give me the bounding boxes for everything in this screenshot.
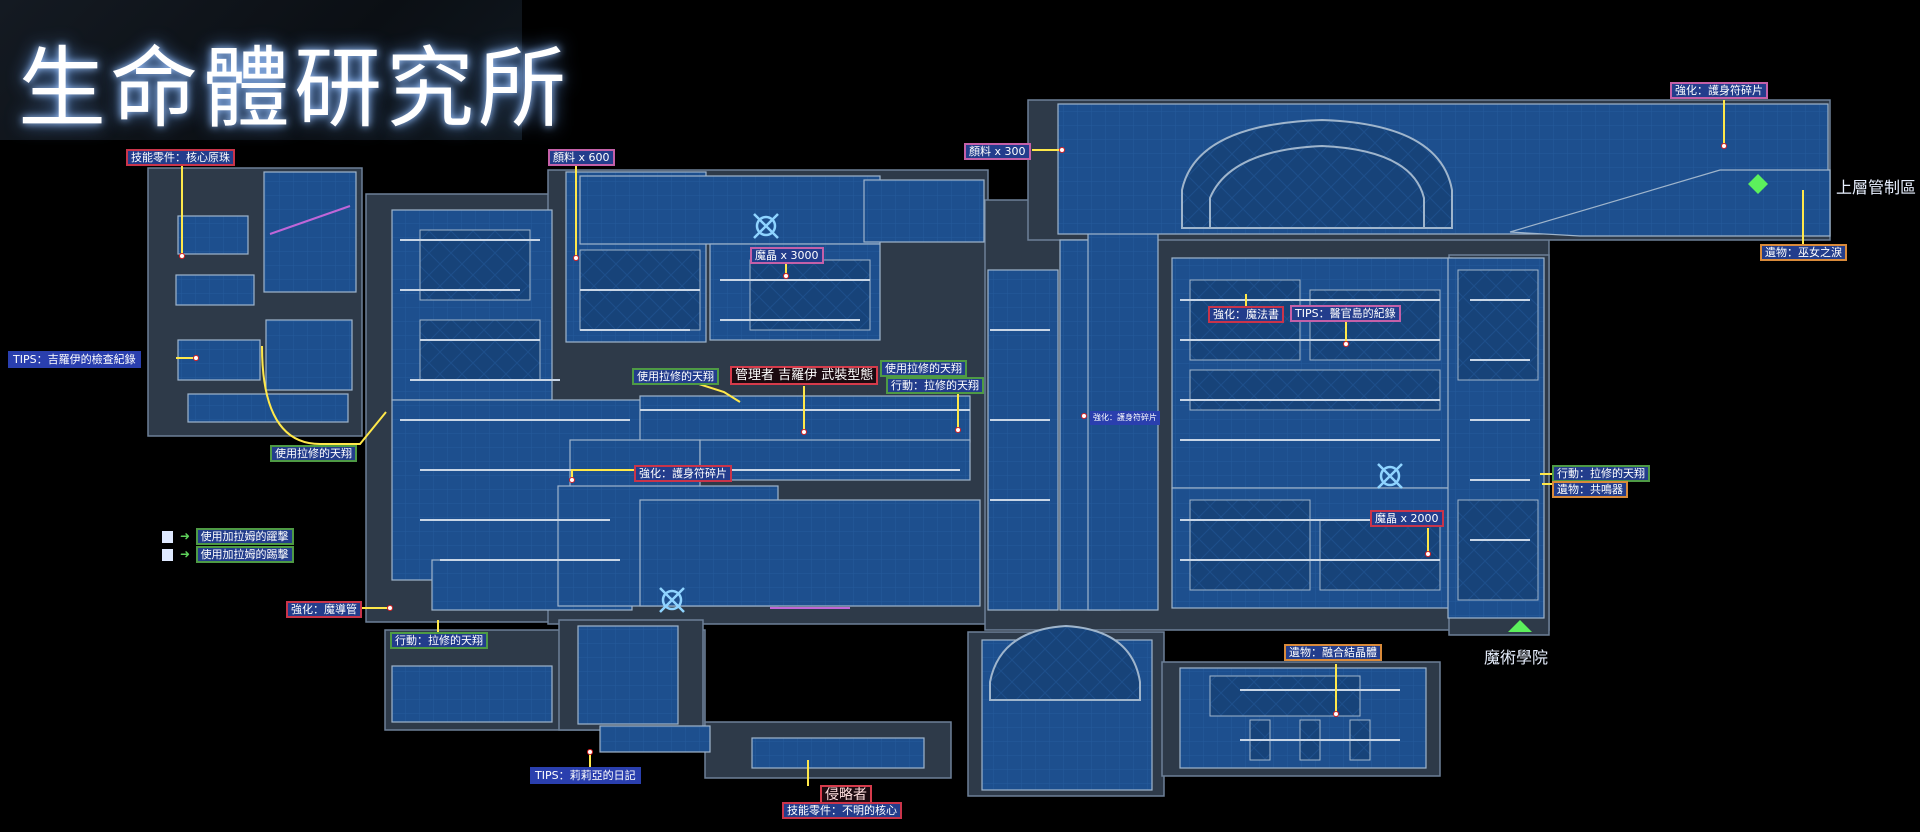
exit-academy-label: 魔術學院 [1484,648,1549,667]
warp-points [659,213,1403,613]
label-crystal3000: 魔晶 x 3000 [750,247,824,264]
label-magic-book: 強化：魔法書 [1208,306,1284,323]
label-action-flight-right: 行動：拉修的天翔 [1552,465,1650,482]
legend-kick: ➜ 使用加拉姆的踢擊 [162,546,294,563]
label-flight-right: 使用拉修的天翔 [880,360,967,377]
label-small-amulet: 強化：護身符碎片 [1090,411,1160,425]
warp-icon-2 [1377,463,1403,489]
legend-jump-text: 使用加拉姆的躍擊 [195,528,294,545]
label-skill-core: 技能零件：核心原珠 [126,149,235,166]
jump-icon [162,531,186,543]
label-boss-giroy: 管理者 吉羅伊 武裝型態 [730,366,879,385]
top-dome-inner [1209,144,1425,229]
label-tips-lilia: TIPS：莉莉亞的日記 [530,767,641,784]
page-title: 生命體研究所 [18,37,571,140]
upper-passage [1509,169,1831,237]
title-panel: 生命體研究所 [0,0,566,140]
label-tips-medical: TIPS：醫官島的紀錄 [1290,305,1401,322]
kick-icon [162,549,186,561]
label-relic-resonator: 遺物：共鳴器 [1552,481,1628,498]
exit-upper-label: 上層管制區 [1836,178,1917,197]
label-dye300: 顏料 x 300 [964,143,1031,160]
label-relic-witch: 遺物：巫女之淚 [1760,244,1847,261]
bottom-dome [989,624,1141,701]
academy-exit-icon [1508,620,1532,632]
top-dome [1181,118,1453,229]
label-flight-left: 使用拉修的天翔 [270,445,357,462]
special-paths [269,205,850,609]
label-amulet-mid: 強化：護身符碎片 [634,465,732,482]
label-amulet-top: 強化：護身符碎片 [1670,82,1768,99]
label-skill-unknown: 技能零件：不明的核心 [782,802,902,819]
legend-jump: ➜ 使用加拉姆的躍擊 [162,528,294,545]
label-action-flight-bottom: 行動：拉修的天翔 [390,632,488,649]
warp-icon-3 [659,587,685,613]
save-diamond-icon [1748,174,1768,194]
label-flight-mid: 使用拉修的天翔 [632,368,719,385]
label-action-flight-mid: 行動：拉修的天翔 [886,377,984,394]
label-tips-giroy: TIPS：吉羅伊的檢查紀錄 [8,351,141,368]
label-dye600: 顏料 x 600 [548,149,615,166]
legend-kick-text: 使用加拉姆的踢擊 [195,546,294,563]
map-subrooms [419,229,1539,761]
label-crystal2000: 魔晶 x 2000 [1370,510,1444,527]
warp-icon-1 [753,213,779,239]
label-relic-fusion: 遺物：融合結晶體 [1284,644,1382,661]
label-magic-tube: 強化：魔導管 [286,601,362,618]
